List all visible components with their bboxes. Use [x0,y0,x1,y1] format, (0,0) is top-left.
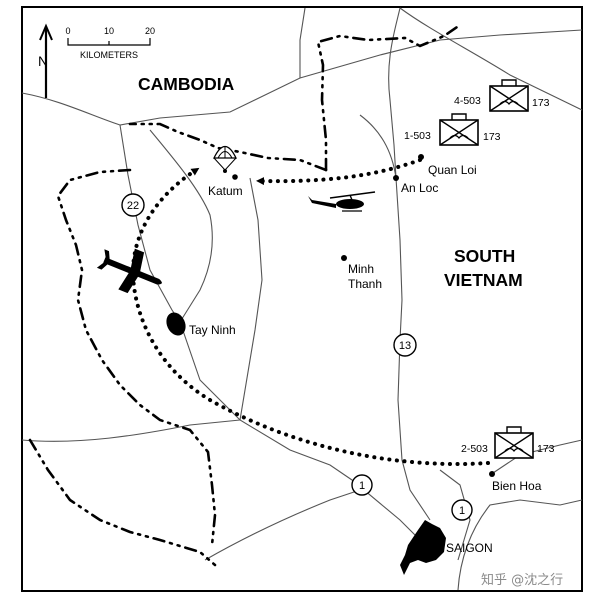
unit-4-503-brigade: 173 [532,97,550,109]
scale-bar: 0 10 20 KILOMETERS [65,26,155,60]
route-bien-hoa-to-katum [130,167,490,466]
highway-22: 22 [121,193,145,217]
map-frame [21,6,583,592]
north-label: N [38,53,48,69]
minh-thanh-dot [341,255,347,261]
place-minh-thanh-1: Minh [348,262,374,276]
quan-loi-dot [418,154,424,160]
unit-2-503: 2-503 173 [461,426,555,459]
saigon-urban-area [400,520,446,575]
place-an-loc: An Loc [401,181,438,195]
unit-1-503-brigade: 173 [483,131,501,143]
scale-tick-10: 10 [104,26,114,36]
scale-tick-20: 20 [145,26,155,36]
unit-1-503-name: 1-503 [404,130,431,142]
highway-1-east: 1 [451,499,473,521]
airborne-infantry-symbol-icon [489,79,529,112]
highway-22-label: 22 [127,200,139,212]
highway-13-label: 13 [399,340,411,352]
highway-1-west: 1 [351,474,373,496]
unit-2-503-brigade: 173 [537,443,555,455]
north-arrow-icon: N [38,23,53,98]
katum-dot [232,174,238,180]
highway-1-east-label: 1 [459,505,465,517]
unit-2-503-name: 2-503 [461,443,488,455]
international-border [28,23,462,567]
place-saigon: SAIGON [446,541,493,555]
place-katum: Katum [208,184,243,198]
unit-1-503: 1-503 173 [404,113,501,146]
tay-ninh-marker [166,312,186,336]
parachute-icon [212,145,238,173]
region-south-vietnam-1: SOUTH [454,246,515,266]
highway-1-west-label: 1 [359,480,365,492]
movement-routes [130,158,490,466]
helicopter-icon [308,191,376,212]
airborne-infantry-symbol-icon [494,426,534,459]
place-bien-hoa: Bien Hoa [492,479,542,493]
bien-hoa-dot [489,471,495,477]
rivers-and-roads [21,7,583,591]
watermark: 知乎 @沈之行 [481,572,563,588]
an-loc-dot [393,175,399,181]
scale-unit-label: KILOMETERS [80,50,138,60]
region-cambodia: CAMBODIA [138,74,235,94]
airborne-infantry-symbol-icon [439,113,479,146]
region-south-vietnam-2: VIETNAM [444,270,523,290]
transport-plane-icon [96,248,162,294]
unit-4-503: 4-503 173 [454,79,550,112]
scale-tick-0: 0 [65,26,70,36]
place-quan-loi: Quan Loi [428,163,477,177]
highway-13: 13 [393,333,417,357]
place-minh-thanh-2: Thanh [348,277,382,291]
unit-4-503-name: 4-503 [454,95,481,107]
place-tay-ninh: Tay Ninh [189,323,236,337]
